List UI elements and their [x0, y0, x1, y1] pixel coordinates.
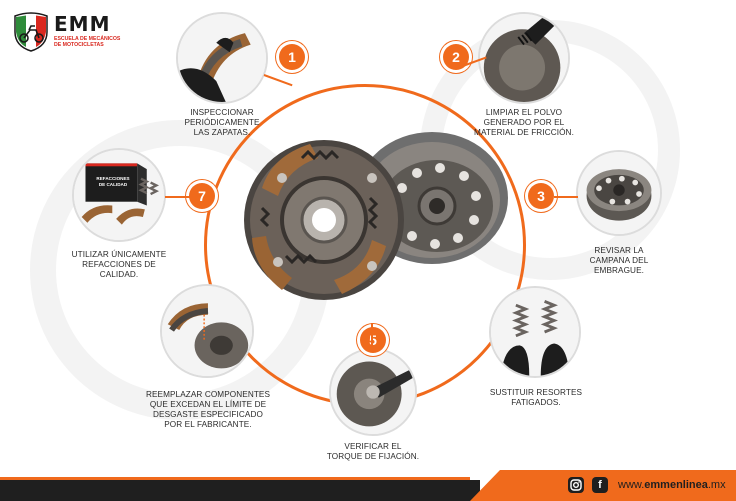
step-4-caption: SUSTITUIR RESORTES FATIGADOS.: [489, 388, 583, 407]
step-3-photo: [576, 150, 662, 236]
connector-line: [263, 74, 293, 87]
step-6-photo: [160, 284, 254, 378]
box-label: REFACCIONES DE CALIDAD: [96, 176, 130, 187]
step-6-caption: REEMPLAZAR COMPONENTES QUE EXCEDAN EL LÍ…: [145, 390, 271, 429]
brand-name: EMM: [54, 12, 111, 36]
connector-line: [371, 323, 373, 351]
brand-logo: EMM ESCUELA DE MECÁNICOS DE MOTOCICLETAS: [12, 10, 122, 54]
step-1-photo: [176, 12, 268, 104]
step-2-photo: [478, 12, 570, 104]
step-7-badge: 7: [189, 183, 215, 209]
website-link[interactable]: www.emmenlinea.mx: [618, 479, 726, 491]
step-7-photo: REFACCIONES DE CALIDAD: [72, 148, 166, 242]
step-4-photo: [489, 286, 581, 378]
clutch-assembly-illustration: [244, 132, 508, 300]
step-5-badge: 5: [360, 327, 386, 353]
step-7-caption: UTILIZAR ÚNICAMENTE REFACCIONES DE CALID…: [71, 250, 167, 279]
shield-icon: [14, 12, 48, 52]
footer-accent-strip: [0, 477, 470, 481]
step-1-badge: 1: [279, 44, 305, 70]
brand-tagline: ESCUELA DE MECÁNICOS DE MOTOCICLETAS: [54, 36, 121, 48]
connector-line: [554, 196, 578, 198]
step-1-caption: INSPECCIONAR PERIÓDICAMENTE LAS ZAPATAS.: [184, 108, 260, 137]
step-5-photo: [329, 348, 417, 436]
step-3-caption: REVISAR LA CAMPANA DEL EMBRAGUE.: [589, 246, 649, 275]
instagram-icon[interactable]: [568, 477, 584, 493]
step-5-caption: VERIFICAR EL TORQUE DE FIJACIÓN.: [326, 442, 420, 461]
footer-dark-band: [0, 480, 480, 501]
footer: f www.emmenlinea.mx: [0, 470, 736, 501]
facebook-icon[interactable]: f: [592, 477, 608, 493]
connector-line: [165, 196, 191, 198]
step-3-badge: 3: [528, 183, 554, 209]
step-2-caption: LIMPIAR EL POLVO GENERADO POR EL MATERIA…: [474, 108, 574, 137]
